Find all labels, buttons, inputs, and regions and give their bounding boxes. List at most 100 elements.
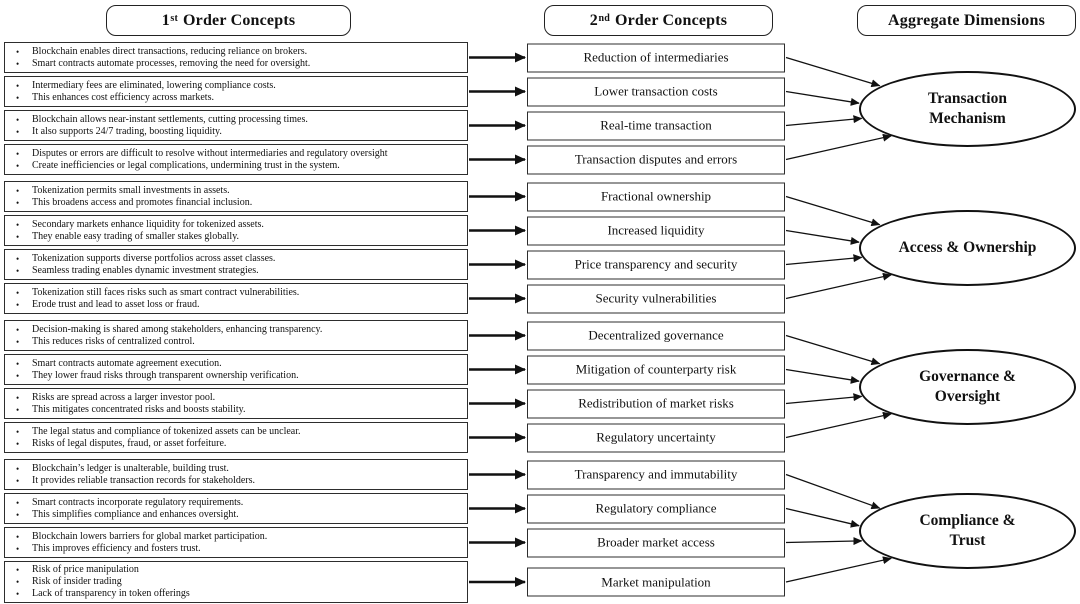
bullet-item: Blockchain enables direct transactions, … (5, 46, 463, 58)
bullet-item: Decision-making is shared among stakehol… (5, 324, 463, 336)
concept-row: Blockchain enables direct transactions, … (0, 42, 1080, 73)
concept-row: Tokenization permits small investments i… (0, 181, 1080, 212)
bullet-item: It provides reliable transaction records… (5, 475, 463, 487)
first-order-box: Disputes or errors are difficult to reso… (4, 144, 468, 175)
bullet-item: Create inefficiencies or legal complicat… (5, 160, 463, 172)
bullet-item: It also supports 24/7 trading, boosting … (5, 126, 463, 138)
group-compliance-trust: Blockchain’s ledger is unalterable, buil… (0, 459, 1080, 603)
concept-row: Blockchain’s ledger is unalterable, buil… (0, 459, 1080, 490)
bullet-item: Seamless trading enables dynamic investm… (5, 265, 463, 277)
first-order-box: Secondary markets enhance liquidity for … (4, 215, 468, 246)
second-order-box: Market manipulation (527, 567, 785, 597)
dimension-label-line: Mechanism (929, 109, 1006, 127)
concept-row: Disputes or errors are difficult to reso… (0, 144, 1080, 175)
diagram-body: Blockchain enables direct transactions, … (0, 42, 1080, 604)
concept-row: Tokenization supports diverse portfolios… (0, 249, 1080, 280)
second-order-label: Decentralized governance (588, 327, 724, 343)
second-order-label: Lower transaction costs (594, 83, 718, 99)
second-order-box: Broader market access (527, 528, 785, 557)
bullet-item: They enable easy trading of smaller stak… (5, 231, 463, 243)
first-order-box: Tokenization supports diverse portfolios… (4, 249, 468, 280)
second-order-label: Security vulnerabilities (595, 290, 717, 306)
second-order-label: Market manipulation (601, 574, 711, 589)
bullet-item: Smart contracts automate agreement execu… (5, 358, 463, 370)
dimension-label-line: Compliance & (919, 512, 1016, 529)
bullet-item: Tokenization still faces risks such as s… (5, 287, 463, 299)
second-order-label: Reduction of intermediaries (583, 49, 729, 65)
bullet-item: The legal status and compliance of token… (5, 426, 463, 438)
first-order-box: Decision-making is shared among stakehol… (4, 320, 468, 351)
group-access-ownership: Tokenization permits small investments i… (0, 181, 1080, 314)
bullet-item: Lack of transparency in token offerings (5, 588, 463, 600)
aggregate-dimension-ellipse: Governance &Oversight (859, 348, 1076, 425)
bullet-item: This mitigates concentrated risks and bo… (5, 404, 463, 416)
first-order-box: Risks are spread across a larger investo… (4, 388, 468, 419)
bullet-item: Tokenization supports diverse portfolios… (5, 253, 463, 265)
second-order-label: Redistribution of market risks (578, 395, 734, 411)
header-text: Order Concepts (183, 11, 296, 29)
bullet-item: Intermediary fees are eliminated, loweri… (5, 80, 463, 92)
bullet-item: This simplifies compliance and enhances … (5, 509, 463, 521)
aggregate-dimension-ellipse: Compliance &Trust (859, 493, 1076, 569)
dimension-label-line: Access & Ownership (898, 238, 1037, 256)
bullet-item: Blockchain allows near-instant settlemen… (5, 114, 463, 126)
second-order-box: Security vulnerabilities (527, 284, 785, 313)
bullet-item: Risk of price manipulation (5, 564, 463, 576)
concept-row: Smart contracts automate agreement execu… (0, 354, 1080, 385)
concept-row: Smart contracts incorporate regulatory r… (0, 493, 1080, 524)
header-number: 1 (161, 11, 170, 29)
second-order-box: Redistribution of market risks (527, 389, 785, 418)
second-order-label: Mitigation of counterparty risk (575, 361, 737, 377)
second-order-box: Price transparency and security (527, 250, 785, 279)
bullet-item: Secondary markets enhance liquidity for … (5, 219, 463, 231)
first-order-box: Tokenization permits small investments i… (4, 181, 468, 212)
concept-row: Secondary markets enhance liquidity for … (0, 215, 1080, 246)
concept-row: Blockchain allows near-instant settlemen… (0, 110, 1080, 141)
first-order-box: Intermediary fees are eliminated, loweri… (4, 76, 468, 107)
bullet-item: This enhances cost efficiency across mar… (5, 92, 463, 104)
header-ordinal-suffix: nd (598, 12, 610, 24)
group-governance-oversight: Decision-making is shared among stakehol… (0, 320, 1080, 453)
bullet-item: Disputes or errors are difficult to reso… (5, 148, 463, 160)
dimension-label-line: Governance & (919, 367, 1016, 385)
second-order-label: Regulatory compliance (595, 500, 717, 516)
header-aggregate-dimensions: Aggregate Dimensions (857, 5, 1076, 36)
second-order-box: Lower transaction costs (527, 77, 785, 106)
second-order-box: Decentralized governance (527, 321, 785, 350)
second-order-box: Reduction of intermediaries (527, 43, 785, 72)
bullet-item: Erode trust and lead to asset loss or fr… (5, 299, 463, 311)
bullet-item: This broadens access and promotes financ… (5, 197, 463, 209)
second-order-box: Real-time transaction (527, 111, 785, 140)
bullet-item: This improves efficiency and fosters tru… (5, 543, 463, 555)
bullet-item: They lower fraud risks through transpare… (5, 370, 463, 382)
second-order-box: Transaction disputes and errors (527, 145, 785, 174)
first-order-box: Smart contracts automate agreement execu… (4, 354, 468, 385)
first-order-box: Blockchain allows near-instant settlemen… (4, 110, 468, 141)
bullet-item: Tokenization permits small investments i… (5, 185, 463, 197)
second-order-box: Fractional ownership (527, 182, 785, 211)
concept-row: The legal status and compliance of token… (0, 422, 1080, 453)
first-order-box: Tokenization still faces risks such as s… (4, 283, 468, 314)
concept-row: Intermediary fees are eliminated, loweri… (0, 76, 1080, 107)
concept-row: Blockchain lowers barriers for global ma… (0, 527, 1080, 558)
concept-row: Decision-making is shared among stakehol… (0, 320, 1080, 351)
second-order-box: Regulatory uncertainty (527, 423, 785, 452)
second-order-label: Transparency and immutability (574, 466, 738, 482)
first-order-box: Risk of price manipulationRisk of inside… (4, 561, 468, 603)
header-text: Aggregate Dimensions (887, 11, 1046, 29)
first-order-box: The legal status and compliance of token… (4, 422, 468, 453)
header-ordinal-suffix: st (170, 12, 179, 24)
concept-row: Risks are spread across a larger investo… (0, 388, 1080, 419)
first-order-box: Blockchain’s ledger is unalterable, buil… (4, 459, 468, 490)
second-order-box: Increased liquidity (527, 216, 785, 245)
bullet-item: Smart contracts incorporate regulatory r… (5, 497, 463, 509)
bullet-item: This reduces risks of centralized contro… (5, 336, 463, 348)
header-text: Order Concepts (614, 11, 728, 29)
bullet-item: Blockchain’s ledger is unalterable, buil… (5, 463, 463, 475)
first-order-box: Blockchain enables direct transactions, … (4, 42, 468, 73)
second-order-label: Fractional ownership (600, 188, 712, 204)
